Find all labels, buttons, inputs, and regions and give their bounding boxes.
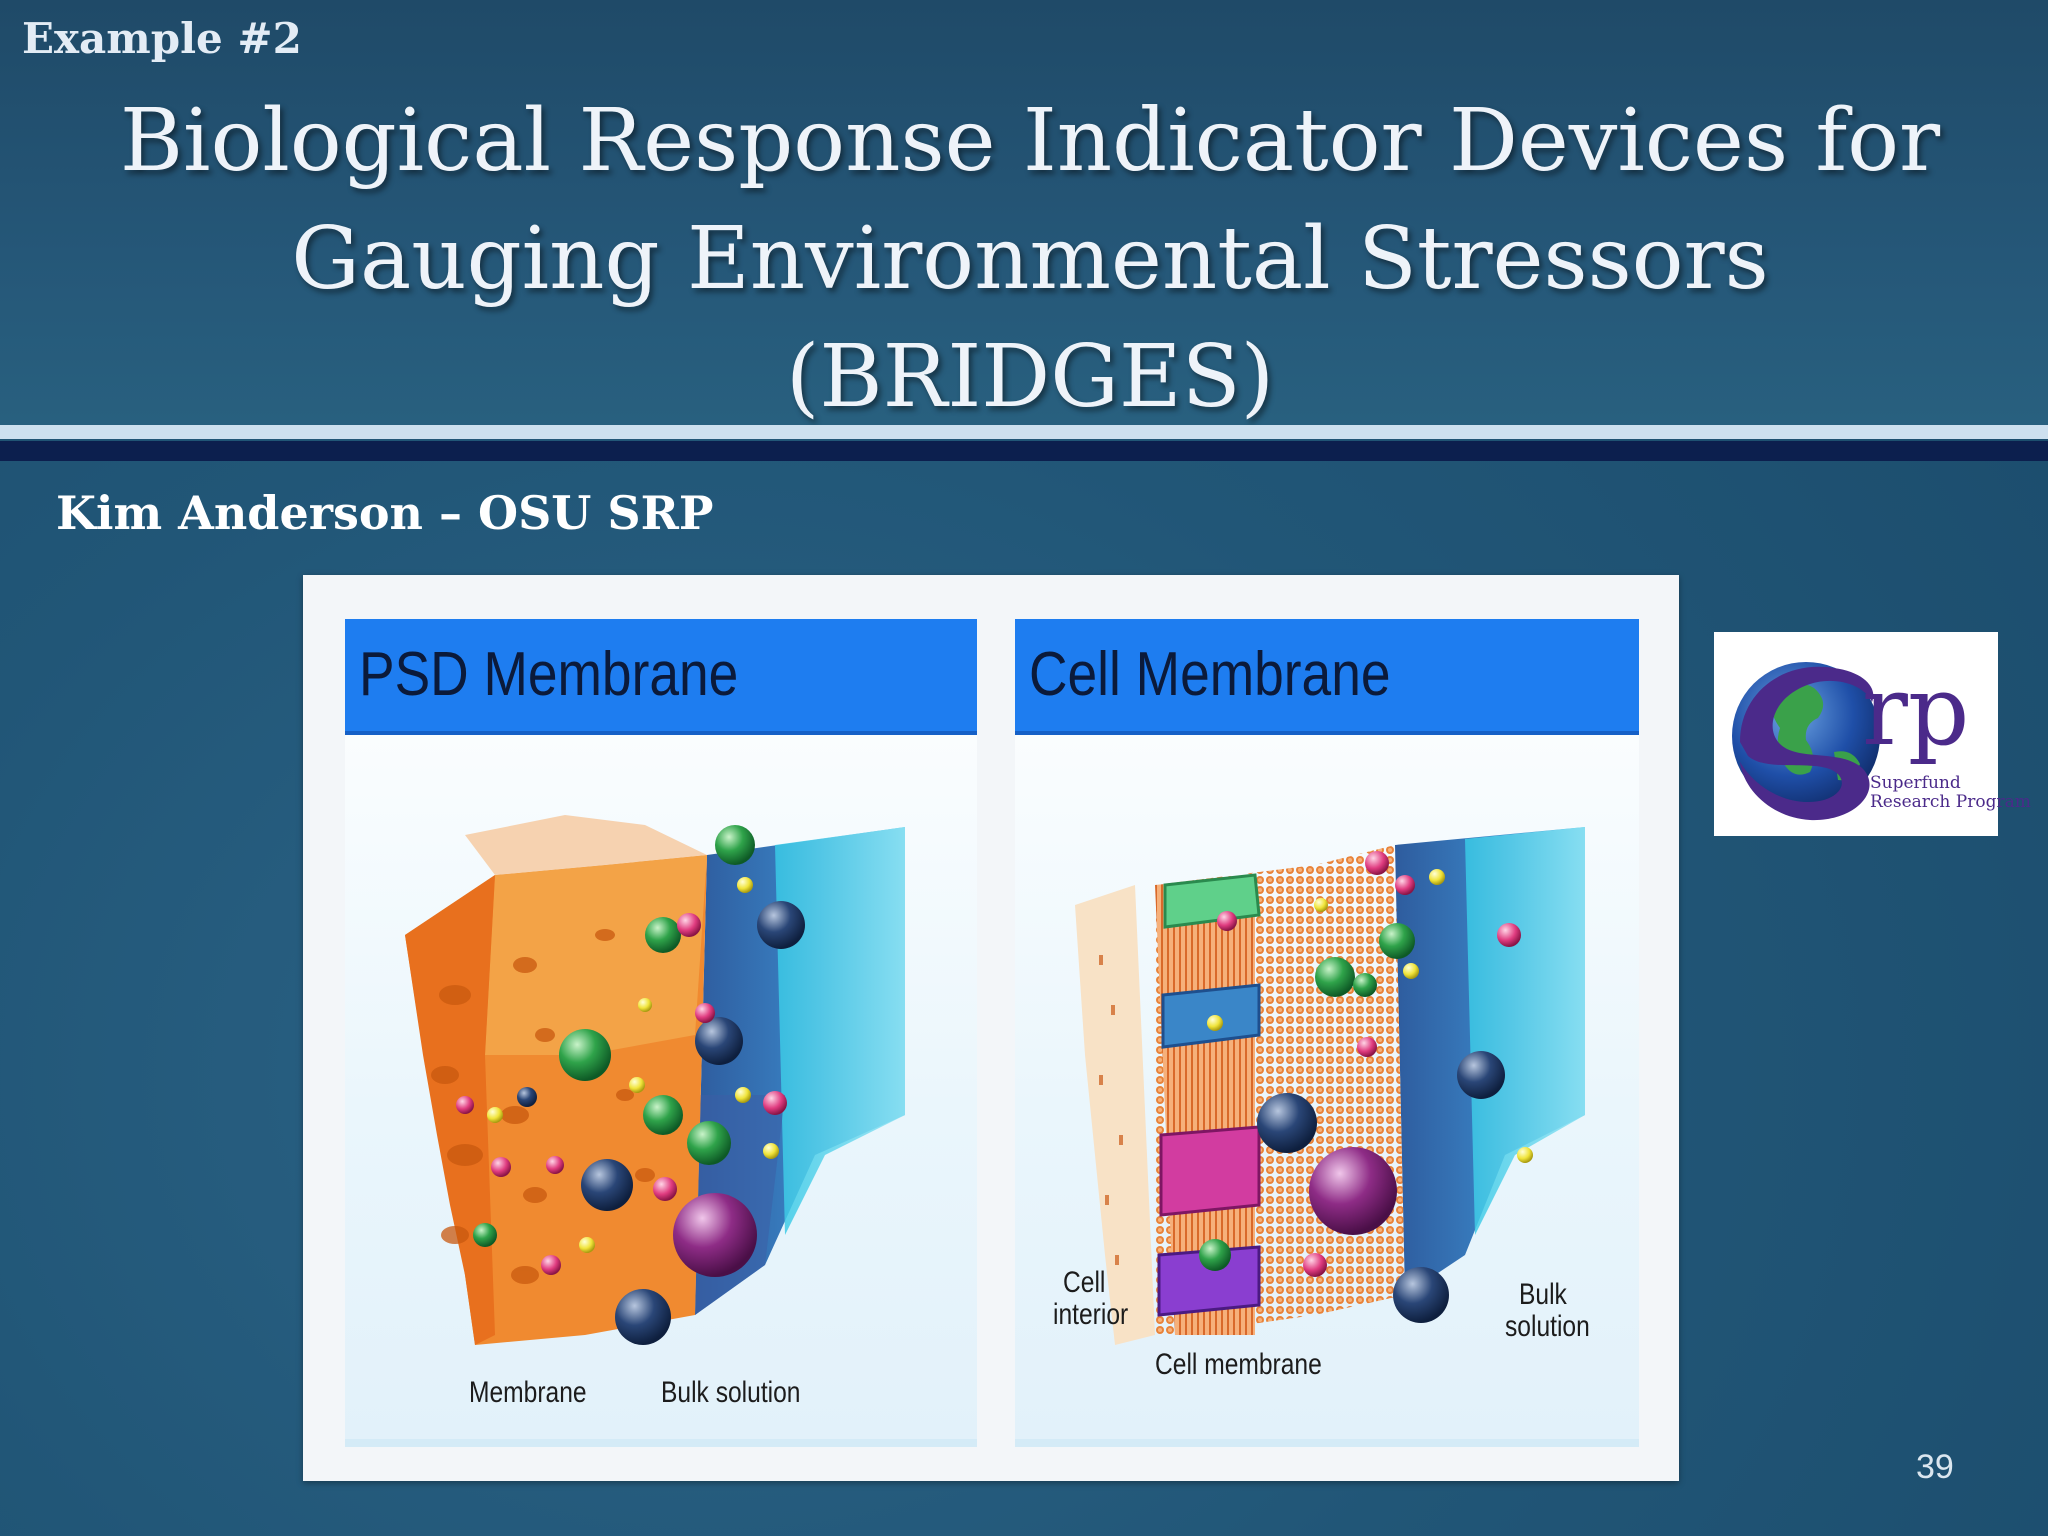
logo-subtitle: Superfund Research Program xyxy=(1870,773,2031,812)
caption-bulk-line1: Bulk xyxy=(1519,1278,1567,1311)
srp-globe-mark: rp xyxy=(1732,655,1969,821)
caption-membrane: Membrane xyxy=(469,1376,587,1409)
title-line-1: Biological Response Indicator Devices fo… xyxy=(119,91,1941,191)
slide-title: Biological Response Indicator Devices fo… xyxy=(80,82,1980,436)
membrane-figure: PSD Membrane xyxy=(303,575,1679,1481)
logo-subtitle-line2: Research Program xyxy=(1870,792,2031,812)
cell-panel-header: Cell Membrane xyxy=(1015,619,1639,735)
psd-membrane-illustration xyxy=(405,815,905,1345)
cell-membrane-illustration xyxy=(1075,827,1585,1345)
caption-bulk-solution: Bulk solution xyxy=(661,1376,801,1409)
author-line: Kim Anderson – OSU SRP xyxy=(56,486,714,540)
psd-panel-title: PSD Membrane xyxy=(359,640,739,709)
cell-membrane-panel: Cell Membrane xyxy=(1015,619,1639,1447)
title-line-2: Gauging Environmental Stressors xyxy=(291,209,1769,309)
divider-dark xyxy=(0,441,2048,461)
caption-cell-membrane: Cell membrane xyxy=(1155,1348,1322,1381)
psd-membrane-panel: PSD Membrane xyxy=(345,619,977,1447)
caption-bulk-line2: solution xyxy=(1505,1310,1590,1343)
caption-cell-interior-line2: interior xyxy=(1053,1298,1129,1331)
cell-panel-title: Cell Membrane xyxy=(1029,640,1391,709)
logo-letters: rp xyxy=(1862,655,1969,767)
divider-light xyxy=(0,425,2048,439)
logo-subtitle-line1: Superfund xyxy=(1870,773,1961,793)
psd-panel-header: PSD Membrane xyxy=(345,619,977,735)
page-number: 39 xyxy=(1916,1448,1954,1486)
title-line-3: (BRIDGES) xyxy=(785,327,1275,427)
caption-cell-interior-line1: Cell xyxy=(1063,1266,1106,1299)
srp-logo: rp Superfund Research Program xyxy=(1714,632,2031,836)
slide-header: Example #2 Biological Response Indicator… xyxy=(0,0,2048,427)
example-label: Example #2 xyxy=(22,14,302,63)
